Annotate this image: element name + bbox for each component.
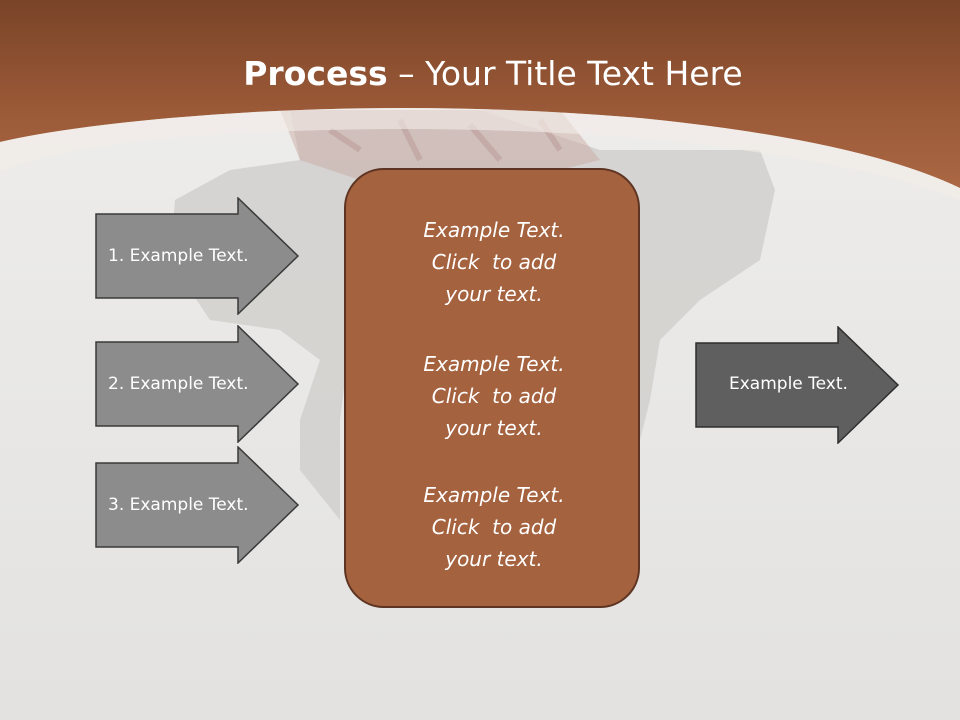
output-arrow-label: Example Text. bbox=[729, 374, 848, 394]
page-title: Process – Your Title Text Here bbox=[0, 52, 960, 96]
output-arrow[interactable] bbox=[695, 326, 900, 444]
center-text-box[interactable]: Example Text. Click to add your text. Ex… bbox=[344, 168, 640, 608]
center-block-2-line-2: Click to add bbox=[431, 384, 557, 408]
center-block-2-line-1: Example Text. bbox=[423, 352, 565, 376]
input-arrow-3[interactable] bbox=[95, 446, 300, 564]
center-block-1-line-2: Click to add bbox=[431, 250, 557, 274]
center-block-3-line-3: your text. bbox=[445, 547, 543, 571]
center-block-3-line-2: Click to add bbox=[431, 515, 557, 539]
input-arrow-1-label: 1. Example Text. bbox=[108, 246, 249, 266]
center-block-3-line-1: Example Text. bbox=[423, 483, 565, 507]
center-block-1-line-3: your text. bbox=[445, 282, 543, 306]
title-bold-part: Process bbox=[243, 54, 388, 93]
center-block-1-line-1: Example Text. bbox=[423, 218, 565, 242]
input-arrow-2-label: 2. Example Text. bbox=[108, 374, 249, 394]
input-arrow-3-label: 3. Example Text. bbox=[108, 495, 249, 515]
input-arrow-2[interactable] bbox=[95, 325, 300, 443]
input-arrow-1[interactable] bbox=[95, 197, 300, 315]
title-rest-part: – Your Title Text Here bbox=[387, 54, 743, 93]
center-text-block-2: Example Text. Click to add your text. bbox=[346, 348, 642, 444]
center-text-block-3: Example Text. Click to add your text. bbox=[346, 479, 642, 575]
center-text-block-1: Example Text. Click to add your text. bbox=[346, 214, 642, 310]
center-block-2-line-3: your text. bbox=[445, 416, 543, 440]
